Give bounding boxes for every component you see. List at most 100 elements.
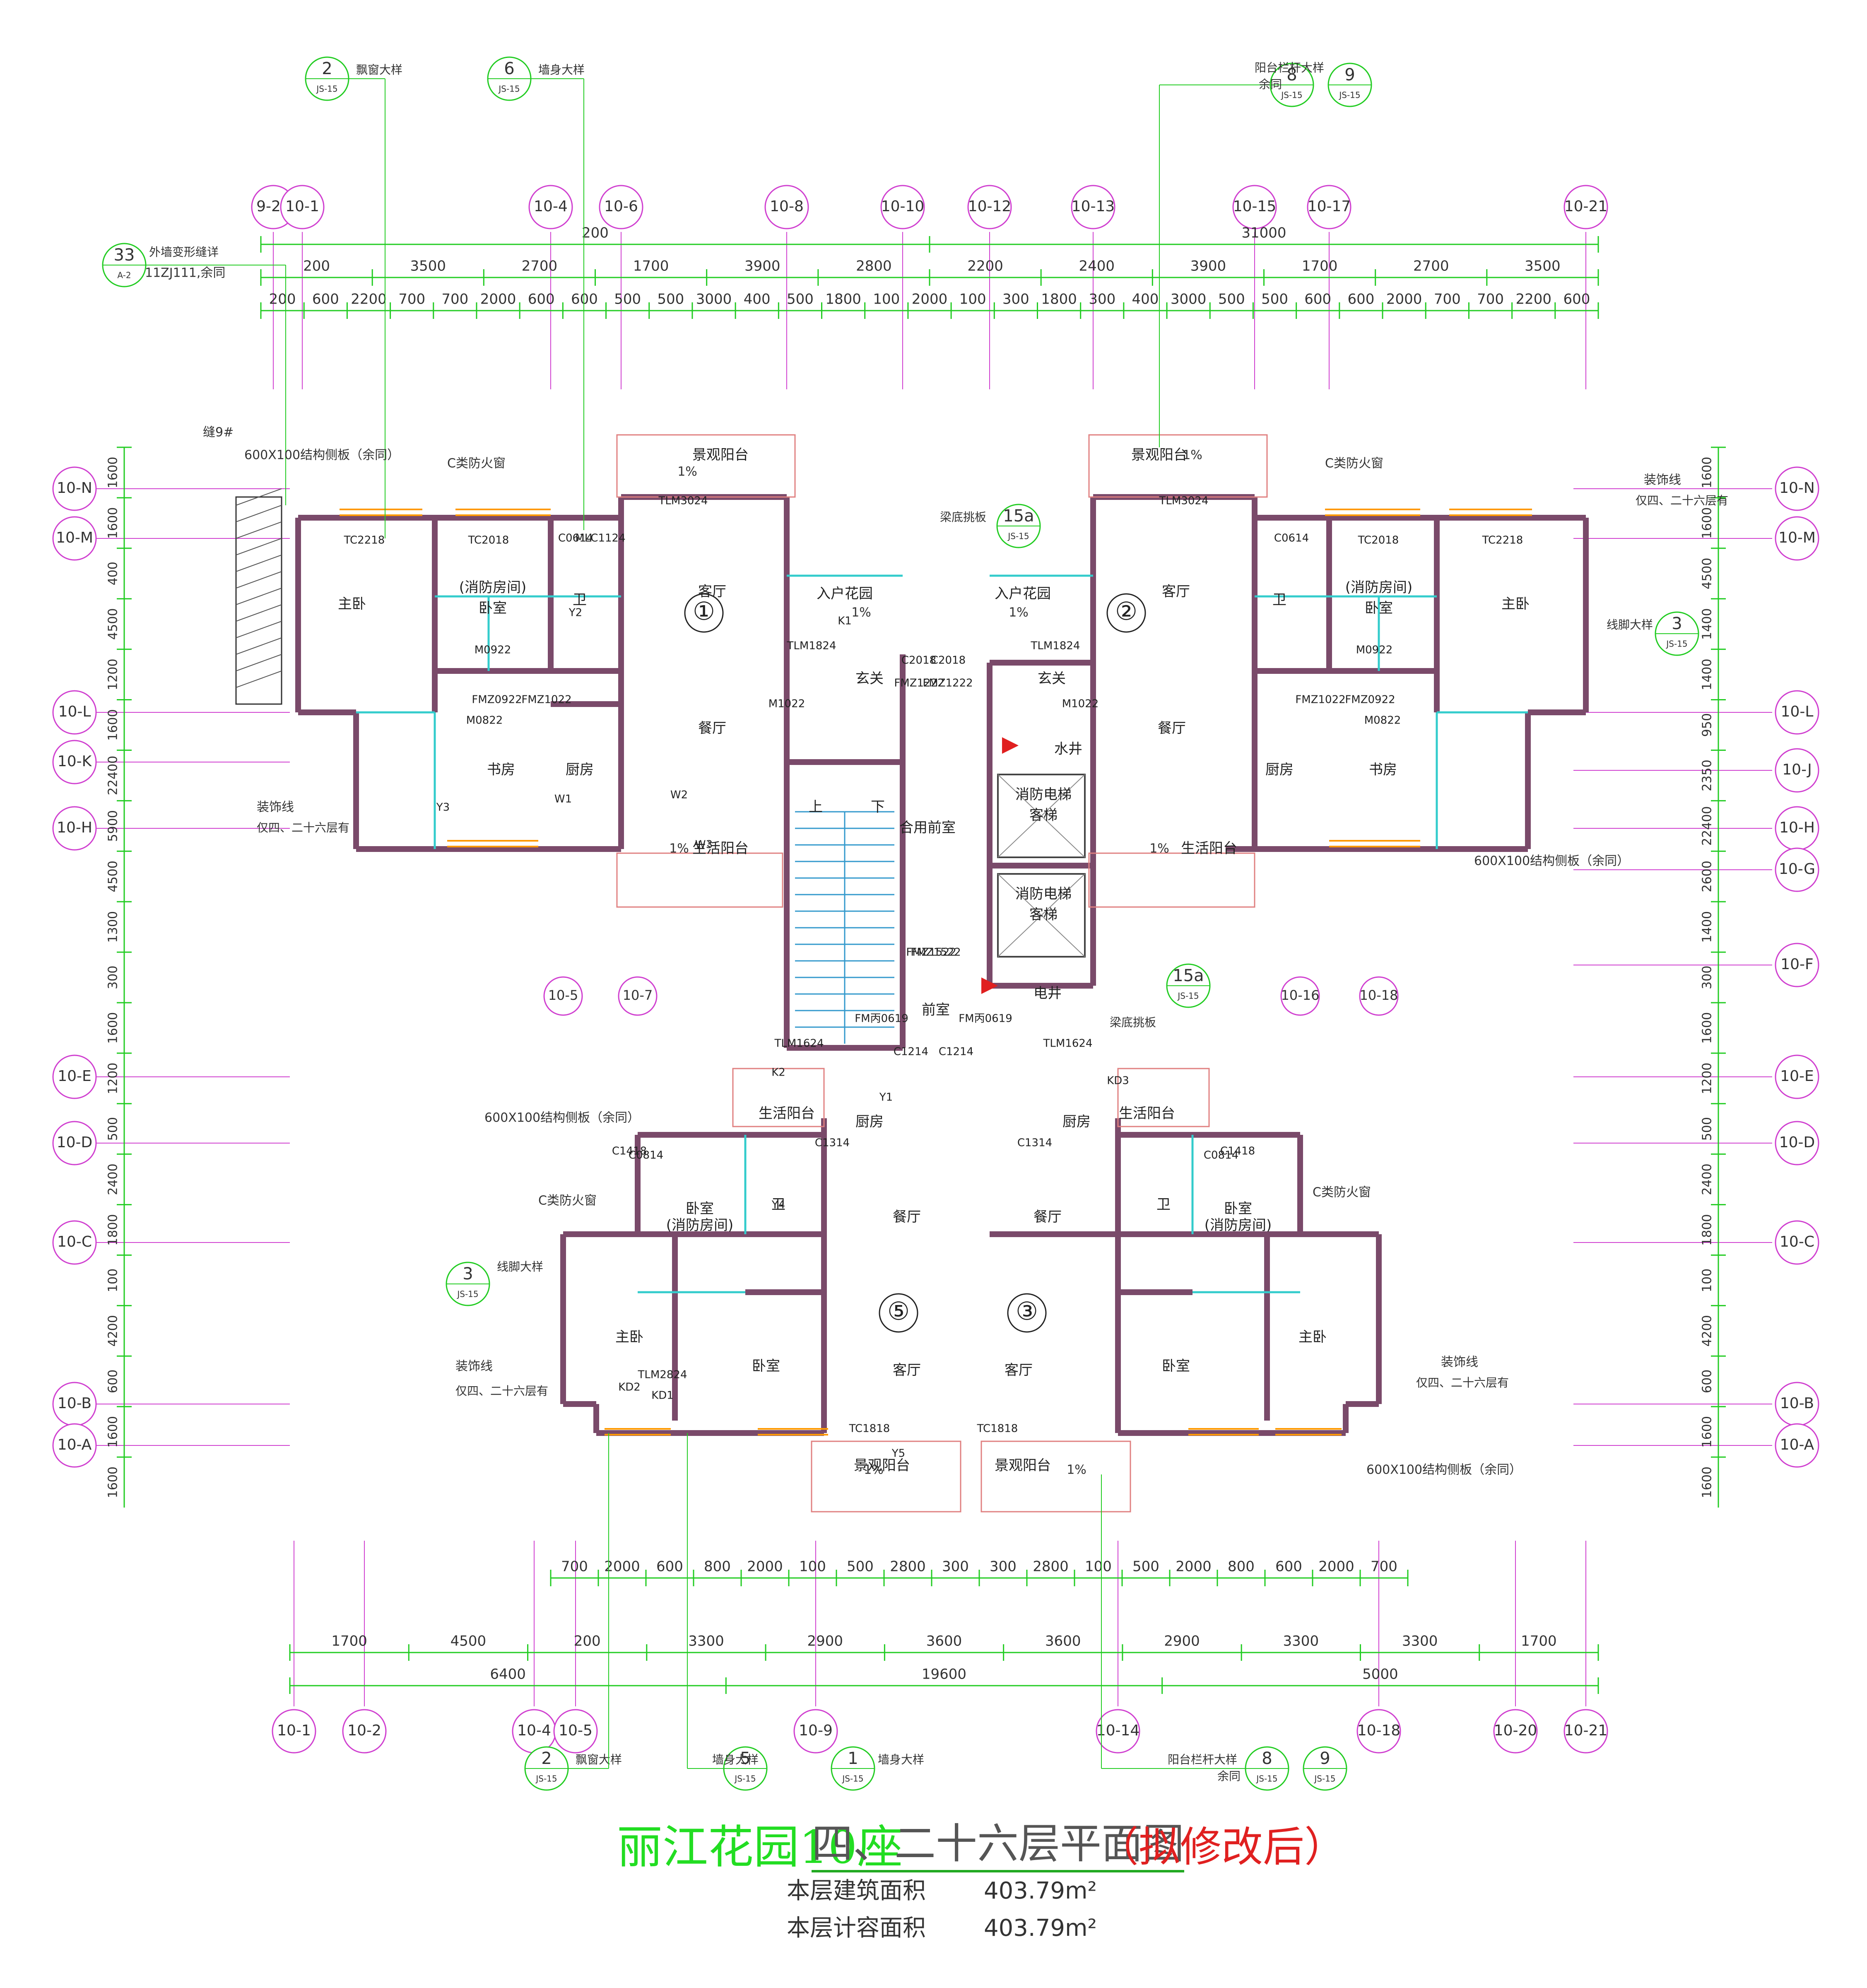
- room-label-lift1b: 客梯: [1029, 807, 1058, 824]
- dim-top-row3-value: 3000: [1171, 291, 1207, 308]
- dim-top-row3-value: 300: [1089, 291, 1115, 308]
- unit-number: ③: [1016, 1297, 1038, 1326]
- axis-bubble-left: [52, 466, 97, 511]
- dim-bottom-row3-value: 5000: [1362, 1666, 1398, 1683]
- annotation-text: 装饰线: [455, 1359, 493, 1374]
- room-label-u2-life: 生活阳台: [1181, 840, 1237, 857]
- dim-bottom-row1-value: 2000: [604, 1559, 640, 1575]
- callout-sheet: JS-15: [1338, 90, 1360, 100]
- dim-left-value: 1600: [106, 1012, 120, 1044]
- slope-percent: 1%: [864, 1463, 884, 1477]
- area-value: 403.79m²: [984, 1877, 1097, 1904]
- axis-label-right: 10-F: [1780, 956, 1814, 973]
- dim-left-value: 400: [106, 562, 120, 585]
- dim-right-value: 22400: [1700, 806, 1715, 846]
- axis-label-right: 10-J: [1782, 761, 1812, 778]
- axis-label-left: 10-L: [58, 703, 91, 720]
- annotation-text: 600X100结构侧板（余同）: [1474, 854, 1629, 869]
- dim-right-value: 2350: [1700, 760, 1715, 791]
- dim-left-value: 1200: [106, 1063, 120, 1094]
- room-label-u1-dining: 餐厅: [698, 720, 726, 737]
- door-window-tag: C2018: [931, 654, 966, 667]
- door-window-tag-mirror: C0814: [1204, 1149, 1238, 1162]
- axis-bubble-right: [1775, 1054, 1819, 1099]
- door-window-tag: W1: [554, 793, 572, 806]
- dim-bottom-row1-value: 2000: [1318, 1559, 1354, 1575]
- dim-top-row3-value: 300: [1002, 291, 1029, 308]
- axis-label-left: 10-E: [58, 1068, 92, 1085]
- unit-number: ①: [693, 597, 715, 626]
- callout-number: 8: [1286, 65, 1297, 84]
- door-window-tag-mirror: M0822: [1364, 714, 1401, 727]
- axis-bubble-top: [1232, 185, 1277, 229]
- room-label-u2-garden: 入户花园: [995, 586, 1051, 602]
- room-label-u3-kitchen: 厨房: [1062, 1114, 1091, 1130]
- callout-sheet: JS-15: [1255, 1774, 1277, 1784]
- dim-top-row2-value: 2800: [856, 258, 892, 275]
- axis-bubble-mid: [543, 976, 583, 1016]
- dim-left-value: 1600: [106, 709, 120, 741]
- axis-label-right: 10-C: [1780, 1233, 1814, 1250]
- axis-label-right: 10-H: [1779, 819, 1815, 836]
- callout-number: 2: [541, 1749, 552, 1768]
- axis-bubble-left: [52, 1054, 97, 1099]
- callout-note: 梁底挑板: [1110, 1016, 1156, 1029]
- room-label-u1-balcony: 景观阳台: [692, 447, 749, 463]
- hatch-line: [236, 571, 282, 589]
- axis-label-bottom: 10-14: [1096, 1722, 1140, 1739]
- drawing-title: 丽江花园10座: [617, 1821, 903, 1874]
- dim-bottom-row2-value: 3600: [1045, 1633, 1081, 1650]
- axis-bubble-bottom: [793, 1709, 838, 1754]
- callout-number: 6: [504, 59, 514, 78]
- axis-label-left: 10-N: [57, 480, 92, 497]
- hatch-line: [236, 604, 282, 622]
- hatch-line: [236, 555, 282, 572]
- dim-left-value: 4200: [106, 1315, 120, 1346]
- dim-bottom-row2-value: 2900: [807, 1633, 843, 1650]
- balcony-outline: [1088, 434, 1268, 498]
- dim-top-row3-value: 2000: [480, 291, 516, 308]
- dim-left-value: 1600: [106, 507, 120, 539]
- dim-left-value: 22400: [106, 756, 120, 795]
- room-label-u2-kitchen: 厨房: [1265, 762, 1294, 778]
- callout-sheet: JS-15: [456, 1289, 478, 1299]
- callout-note: 余同: [1217, 1769, 1241, 1783]
- axis-bubble-left: [52, 690, 97, 735]
- door-window-tag: C1418: [612, 1145, 647, 1158]
- axis-label-top: 10-21: [1564, 198, 1608, 215]
- dim-top-row3-value: 100: [959, 291, 986, 308]
- callout-number: 15a: [1003, 507, 1034, 526]
- annotation-text: 缝9#: [203, 425, 234, 440]
- room-label-u2-bed: 卧室: [1365, 600, 1393, 617]
- slope-percent: 1%: [669, 842, 689, 856]
- callout-sheet: JS-15: [1007, 531, 1029, 541]
- dim-top-row2-value: 3900: [744, 258, 781, 275]
- area-value: 403.79m²: [984, 1915, 1097, 1942]
- dim-left-value: 1600: [106, 457, 120, 488]
- callout-note: 外墙变形缝详: [149, 245, 219, 259]
- dim-top-row3-value: 1800: [825, 291, 861, 308]
- dim-top-row3-value: 700: [441, 291, 468, 308]
- drawing-note: （拟修改后）: [1097, 1823, 1346, 1871]
- callout-sheet: JS-15: [734, 1774, 756, 1784]
- door-window-tag: TC1818: [849, 1423, 890, 1435]
- callout-sheet: JS-15: [498, 84, 520, 94]
- room-label-u2-hall: 玄关: [1038, 671, 1066, 687]
- dim-left-value: 1600: [106, 1416, 120, 1448]
- dim-left-value: 4500: [106, 861, 120, 892]
- room-label-u5-bed2: 卧室: [752, 1358, 780, 1375]
- annotation-text: C类防火窗: [447, 456, 506, 471]
- door-window-tag: Y5: [891, 1448, 905, 1460]
- door-window-tag: C0614: [558, 532, 593, 545]
- axis-bubble-right: [1775, 943, 1819, 987]
- room-label-u1-fire: (消防房间): [459, 579, 527, 596]
- room-label-u3-master: 主卧: [1298, 1329, 1327, 1346]
- door-window-tag: K2: [771, 1066, 785, 1079]
- door-window-tag: C0814: [629, 1149, 663, 1162]
- dim-right-value: 1800: [1700, 1214, 1715, 1245]
- dim-top-row2-value: 2700: [522, 258, 558, 275]
- hatch-line: [236, 505, 282, 522]
- door-window-tag: KD1: [651, 1390, 674, 1402]
